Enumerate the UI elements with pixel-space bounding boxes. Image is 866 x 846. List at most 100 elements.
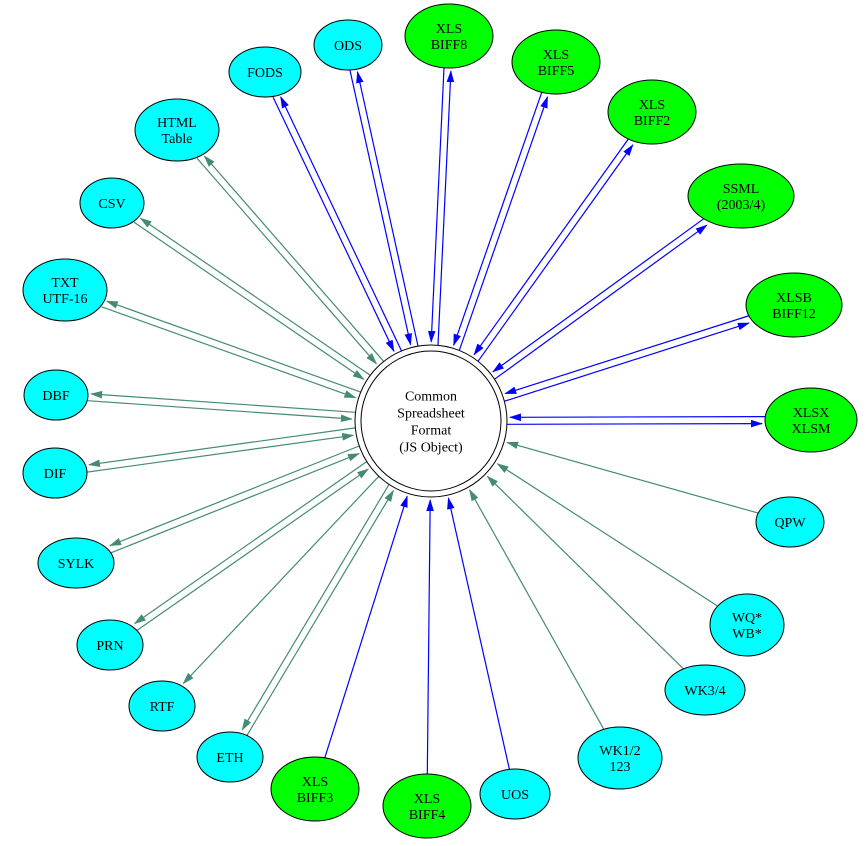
format-node-ellipse — [382, 773, 472, 839]
format-node-ellipse — [23, 369, 89, 421]
format-node-ods: ODS — [313, 19, 383, 71]
format-node-ellipse — [313, 19, 383, 71]
node-label: UOS — [501, 788, 529, 803]
format-node-ellipse — [76, 619, 144, 671]
format-node-ellipse — [79, 177, 145, 229]
edge-csf-to-prn — [133, 461, 368, 625]
format-node-prn: PRN — [76, 619, 144, 671]
format-node-ellipse — [270, 756, 360, 822]
edge-dif-to-csf — [86, 433, 355, 473]
format-node-ellipse — [664, 664, 746, 716]
format-node-ellipse — [479, 768, 551, 820]
edge-wqwb-to-csf — [496, 463, 719, 607]
format-node-sylk: SYLK — [37, 537, 115, 589]
format-node-xlml: SSML(2003/4) — [687, 163, 795, 229]
format-node-ellipse — [764, 387, 858, 453]
format-node-ellipse — [687, 163, 795, 229]
format-node-ellipse — [22, 258, 108, 322]
node-label: SYLK — [58, 557, 95, 572]
edge-xls2-to-csf — [473, 138, 630, 356]
format-node-eth: ETH — [196, 731, 264, 783]
node-label: RTF — [150, 700, 175, 715]
format-node-fods: FODS — [228, 46, 302, 98]
edge-xlml-to-csf — [492, 217, 706, 373]
format-node-ellipse — [607, 79, 697, 145]
format-node-ellipse — [128, 680, 196, 732]
node-label: ETH — [216, 751, 243, 766]
format-node-ellipse — [755, 496, 825, 548]
edge-sylk-to-csf — [109, 453, 360, 554]
center-inner-circle — [360, 350, 502, 492]
edge-prn-to-csf — [135, 468, 370, 632]
format-node-ellipse — [511, 29, 601, 95]
format-node-ellipse — [228, 46, 302, 98]
format-node-ellipse — [709, 593, 785, 657]
format-node-wk34: WK3/4 — [664, 664, 746, 716]
format-node-uos: UOS — [479, 768, 551, 820]
edge-wk12-to-csf — [469, 489, 605, 730]
node-label: DBF — [42, 389, 69, 404]
format-node-rtf: RTF — [128, 680, 196, 732]
format-node-ellipse — [22, 447, 88, 499]
edge-dbf-to-csf — [87, 400, 353, 423]
edge-xls5-to-csf — [453, 91, 543, 347]
edge-csf-to-xlsb — [504, 322, 750, 402]
node-label: QPW — [774, 516, 806, 531]
edge-txt-to-csf — [101, 306, 357, 399]
edge-csf-to-csv — [139, 217, 371, 376]
format-node-qpw: QPW — [755, 496, 825, 548]
edge-uos-to-csf — [447, 497, 510, 770]
edge-csf-to-dbf — [90, 390, 356, 413]
node-label: SSML(2003/4) — [717, 182, 766, 213]
edge-xlsx-to-csf — [509, 413, 766, 422]
edge-xls4-to-csf — [426, 499, 434, 775]
edge-csf-to-ods — [356, 70, 419, 347]
edge-qpw-to-csf — [506, 441, 759, 514]
format-node-ellipse — [577, 726, 663, 790]
node-label: WK3/4 — [684, 684, 725, 699]
node-label: PRN — [96, 639, 123, 654]
edge-xls8-to-csf — [427, 67, 445, 343]
edge-csf-to-dif — [88, 427, 356, 468]
edge-csf-to-rtf — [182, 475, 380, 685]
edge-csv-to-csf — [133, 221, 365, 380]
node-label: CSV — [98, 197, 125, 212]
edge-csf-to-xls5 — [458, 96, 549, 351]
node-label: WQ*WB* — [732, 611, 762, 642]
edge-xlsb-to-csf — [504, 314, 750, 395]
edge-csf-to-txt — [105, 300, 361, 393]
center-outer-circle — [354, 344, 508, 498]
format-node-dbf: DBF — [23, 369, 89, 421]
format-node-ellipse — [37, 537, 115, 589]
edge-csf-to-xls2 — [477, 144, 634, 362]
edge-csf-to-html — [203, 155, 385, 362]
edges-layer — [86, 67, 766, 775]
edge-csf-to-eth — [241, 484, 390, 731]
edge-csf-to-xlsx — [506, 419, 763, 428]
node-label: FODS — [247, 66, 283, 81]
format-node-ellipse — [134, 98, 220, 162]
edge-eth-to-csf — [246, 489, 394, 737]
